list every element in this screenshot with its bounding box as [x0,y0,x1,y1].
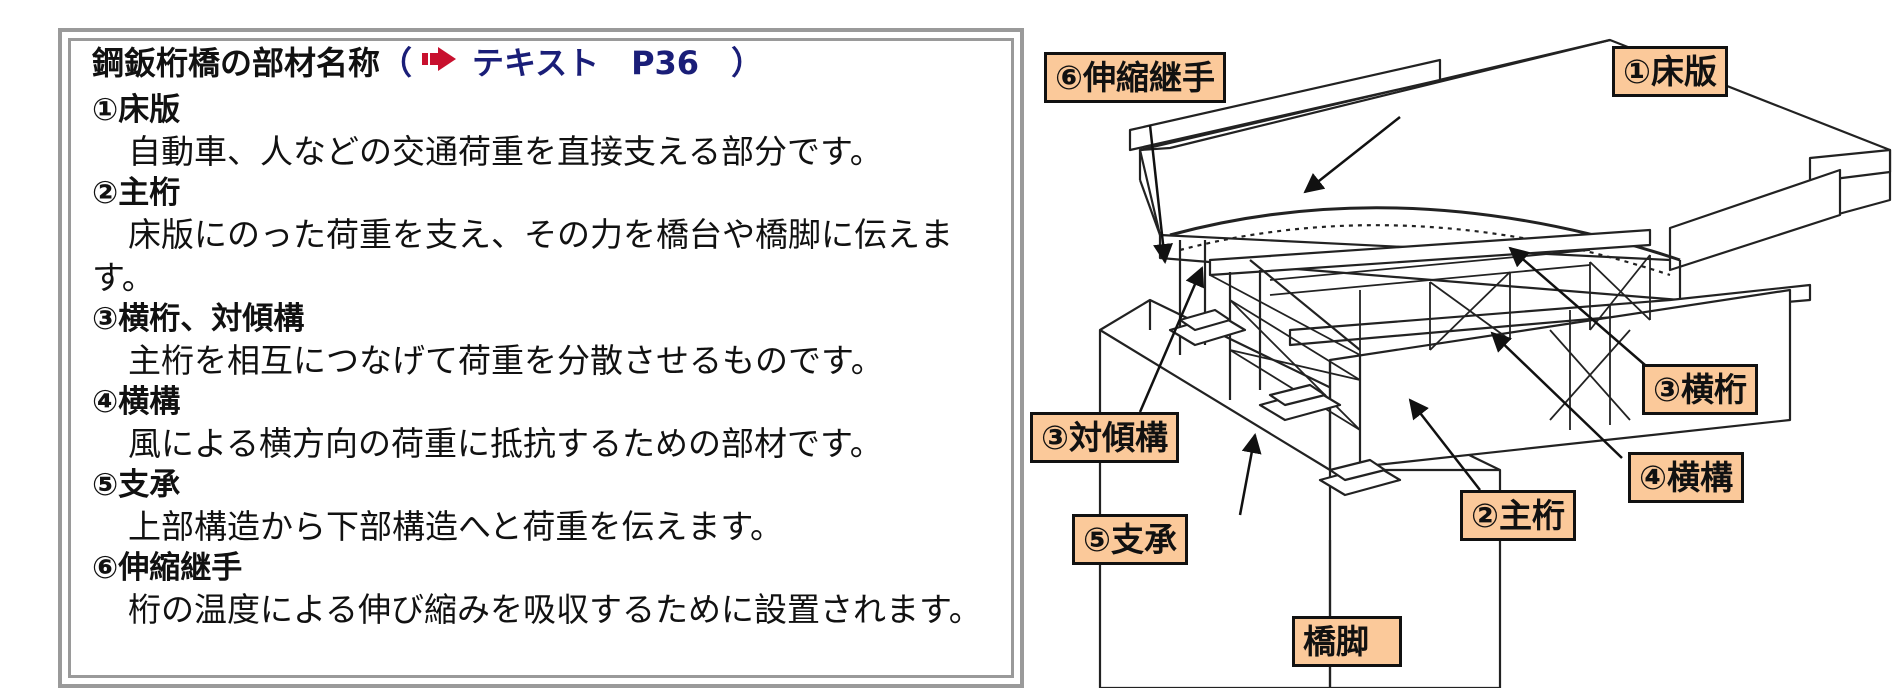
leader-sway-bracing [1138,266,1205,413]
item-body-cross-beam: 主桁を相互につなげて荷重を分散させるものです。 [128,341,884,380]
label-deck-slab: ①床版 [1612,46,1728,97]
item-head-cross-beam: ③横桁、対傾構 [92,301,305,337]
leader-deck-slab [1303,116,1401,194]
bracing-drawing [1209,249,1651,431]
bridge-drawing [1098,38,1892,690]
item-body-deck-slab: 自動車、人などの交通荷重を直接支える部分です。 [128,132,883,171]
right-arrow-icon [422,40,458,84]
main-girders-drawing [1178,228,1812,472]
label-bearing: ⑤支承 [1072,514,1188,565]
label-cross-beam: ③横桁 [1642,364,1758,415]
leader-main-girder [1408,398,1481,491]
text-reference: （ テキスト P36 ） [380,44,763,82]
item-head-expansion-joint: ⑥伸縮継手 [92,550,243,586]
leader-arrows [1138,116,1646,516]
item-head-lateral-bracing: ④横構 [92,384,181,420]
item-head-deck-slab: ①床版 [92,92,181,128]
item-body-expansion-joint: 桁の温度による伸び縮みを吸収するために設置されます。 [128,590,982,629]
bearings-drawing [1168,308,1402,497]
leader-cross-beam [1508,246,1646,366]
item-body-bearing: 上部構造から下部構造へと荷重を伝えます。 [128,507,784,546]
description-panel: 鋼鈑桁橋の部材名称（ テキスト P36 ） ①床版 自動車、人などの交通荷重を直接… [58,28,1024,688]
label-expansion-joint: ⑥伸縮継手 [1044,52,1226,103]
reference-open-paren: （ [380,44,413,82]
label-main-girder: ②主桁 [1460,490,1576,541]
reference-close-paren: ） [731,44,764,82]
description-content: 鋼鈑桁橋の部材名称（ テキスト P36 ） ①床版 自動車、人などの交通荷重を直接… [92,40,992,631]
item-head-main-girder: ②主桁 [92,175,181,211]
item-body-main-girder: 床版にのった荷重を支え、その力を橋台や橋脚に伝えます。 [92,215,953,297]
description-panel-inner-border [68,38,1014,678]
label-lateral-bracing: ④横構 [1628,452,1744,503]
leader-bearing [1238,433,1262,516]
reference-text: テキスト P36 [472,44,732,82]
panel-title-row: 鋼鈑桁橋の部材名称（ テキスト P36 ） [92,40,992,90]
bridge-diagram: ⑥伸縮継手 ①床版 ③横桁 ③対傾構 ④横構 ⑤支承 ②主桁 橋脚 [1030,0,1900,690]
label-pier: 橋脚 [1292,616,1402,667]
leader-expansion-joint [1148,124,1173,264]
panel-title: 鋼鈑桁橋の部材名称 [92,44,381,82]
label-sway-bracing: ③対傾構 [1030,412,1179,463]
leader-lateral-bracing [1490,331,1623,459]
item-head-bearing: ⑤支承 [92,467,181,503]
item-body-lateral-bracing: 風による横方向の荷重に抵抗するための部材です。 [128,424,883,463]
